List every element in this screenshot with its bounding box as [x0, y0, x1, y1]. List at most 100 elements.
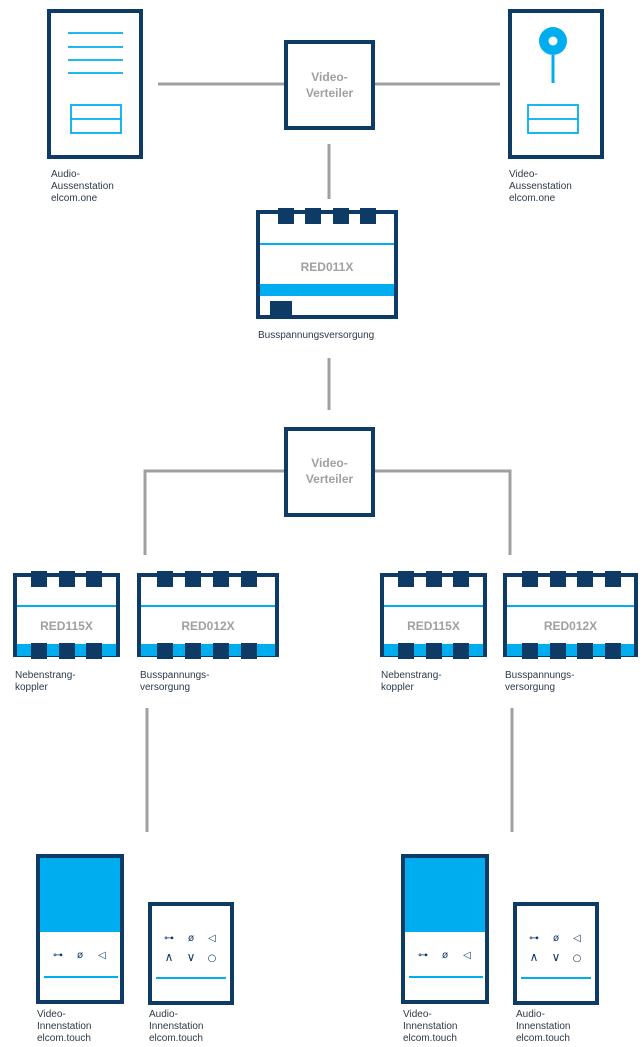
terminal-block: [241, 643, 257, 659]
caption-line: Nebenstrang-: [15, 670, 76, 681]
module-model-label: RED115X: [40, 619, 93, 633]
caption-line: Video-: [403, 1009, 432, 1020]
terminal-block: [605, 571, 621, 587]
video-indoor-station-right: ⊶ ø ◁: [401, 854, 489, 1004]
distributor-housing: [284, 427, 375, 517]
module-model-label: RED012X: [181, 619, 234, 633]
speaker-icon: ◁: [98, 950, 106, 961]
key-icon: ⊶: [164, 933, 174, 944]
indoor-station-housing: [513, 902, 599, 1005]
supply-red012x-left: RED012X: [137, 571, 279, 659]
video-indoor-right-caption: Video- Innenstation elcom.touch: [403, 1009, 458, 1045]
power-supply-caption: Busspannungsversorgung: [258, 330, 374, 342]
terminal-block: [278, 208, 294, 224]
caption-line: elcom.one: [509, 193, 556, 204]
terminal-block: [241, 571, 257, 587]
caption-line: Nebenstrang-: [381, 670, 442, 681]
indoor-station-housing: [148, 902, 234, 1005]
caption-line: elcom.one: [51, 193, 98, 204]
caption-line: Innenstation: [403, 1021, 458, 1032]
terminal-block: [398, 571, 414, 587]
caption-line: elcom.touch: [149, 1033, 203, 1044]
terminal-block: [213, 643, 229, 659]
circle-button-icon: ○: [573, 953, 582, 964]
connection-lines: [143, 82, 514, 832]
bell-off-icon: ø: [553, 933, 559, 944]
terminal-block: [577, 643, 593, 659]
down-arrow-icon: ∨: [552, 950, 561, 964]
display-screen: [40, 858, 120, 932]
terminal-block: [333, 208, 349, 224]
caption-line: Aussenstation: [51, 181, 114, 192]
module-model-label: RED012X: [544, 619, 597, 633]
video-distributor-middle: Video- Verteiler: [284, 427, 375, 517]
supply-left-caption: Busspannungs- versorgung: [140, 670, 210, 694]
distributor-label-line2: Verteiler: [306, 472, 354, 486]
terminal-block: [550, 571, 566, 587]
caption-line: elcom.touch: [403, 1033, 457, 1044]
caption-line: elcom.touch: [37, 1033, 91, 1044]
terminal-block: [157, 571, 173, 587]
down-arrow-icon: ∨: [187, 950, 196, 964]
coupler-left-caption: Nebenstrang- koppler: [15, 670, 76, 694]
speaker-icon: ◁: [463, 950, 471, 961]
line-distributor-to-right-branch: [374, 469, 512, 555]
terminal-block: [59, 571, 75, 587]
terminal-block: [31, 643, 47, 659]
caption-line: Audio-: [51, 169, 80, 180]
audio-outdoor-station: [47, 9, 143, 159]
caption-line: versorgung: [505, 682, 556, 693]
terminal-block: [453, 643, 469, 659]
caption-line: Busspannungs-: [140, 670, 210, 681]
terminal-block: [453, 571, 469, 587]
circle-button-icon: ○: [208, 953, 217, 964]
terminal-block: [31, 571, 47, 587]
up-arrow-icon: ∧: [165, 950, 174, 964]
terminal-block: [522, 571, 538, 587]
terminal-block: [550, 643, 566, 659]
line-distributor-to-left-branch: [143, 469, 285, 555]
caption-line: Innenstation: [37, 1021, 92, 1032]
caption-line: Busspannungsversorgung: [258, 330, 375, 341]
display-screen: [405, 858, 485, 932]
terminal-block: [426, 643, 442, 659]
power-supply-red011x: RED011X: [256, 208, 398, 319]
module-model-label: RED115X: [407, 619, 460, 633]
key-icon: ⊶: [418, 950, 428, 961]
bell-off-icon: ø: [442, 950, 448, 961]
terminal-block: [305, 208, 321, 224]
terminal-block: [185, 571, 201, 587]
video-distributor-top: Video- Verteiler: [284, 40, 375, 130]
audio-indoor-station-right: ⊶ ø ◁ ∧ ∨ ○: [513, 902, 599, 1005]
module-housing: [503, 573, 638, 657]
supply-red012x-right: RED012X: [503, 571, 638, 659]
caption-line: Aussenstation: [509, 181, 572, 192]
bell-off-icon: ø: [188, 933, 194, 944]
caption-line: Audio-: [516, 1009, 545, 1020]
module-model-label: RED011X: [301, 260, 354, 274]
supply-right-caption: Busspannungs- versorgung: [505, 670, 575, 694]
audio-indoor-right-caption: Audio- Innenstation elcom.touch: [516, 1009, 571, 1045]
video-outdoor-station: [508, 9, 604, 159]
distributor-housing: [284, 40, 375, 130]
bell-off-icon: ø: [77, 950, 83, 961]
caption-line: versorgung: [140, 682, 191, 693]
terminal-block: [157, 643, 173, 659]
caption-line: Video-: [37, 1009, 66, 1020]
audio-indoor-left-caption: Audio- Innenstation elcom.touch: [149, 1009, 204, 1045]
up-arrow-icon: ∧: [530, 950, 539, 964]
caption-line: Innenstation: [149, 1021, 204, 1032]
distributor-label-line2: Verteiler: [306, 86, 354, 100]
caption-line: koppler: [15, 682, 48, 693]
coupler-red115x-right: RED115X: [380, 571, 487, 659]
terminal-block: [522, 643, 538, 659]
audio-outdoor-station-caption: Audio- Aussenstation elcom.one: [51, 169, 114, 205]
caption-line: Video-: [509, 169, 538, 180]
caption-line: Audio-: [149, 1009, 178, 1020]
terminal-block: [86, 571, 102, 587]
caption-line: Busspannungs-: [505, 670, 575, 681]
video-indoor-station-left: ⊶ ø ◁: [36, 854, 124, 1004]
terminal-block: [86, 643, 102, 659]
terminal-block: [213, 571, 229, 587]
